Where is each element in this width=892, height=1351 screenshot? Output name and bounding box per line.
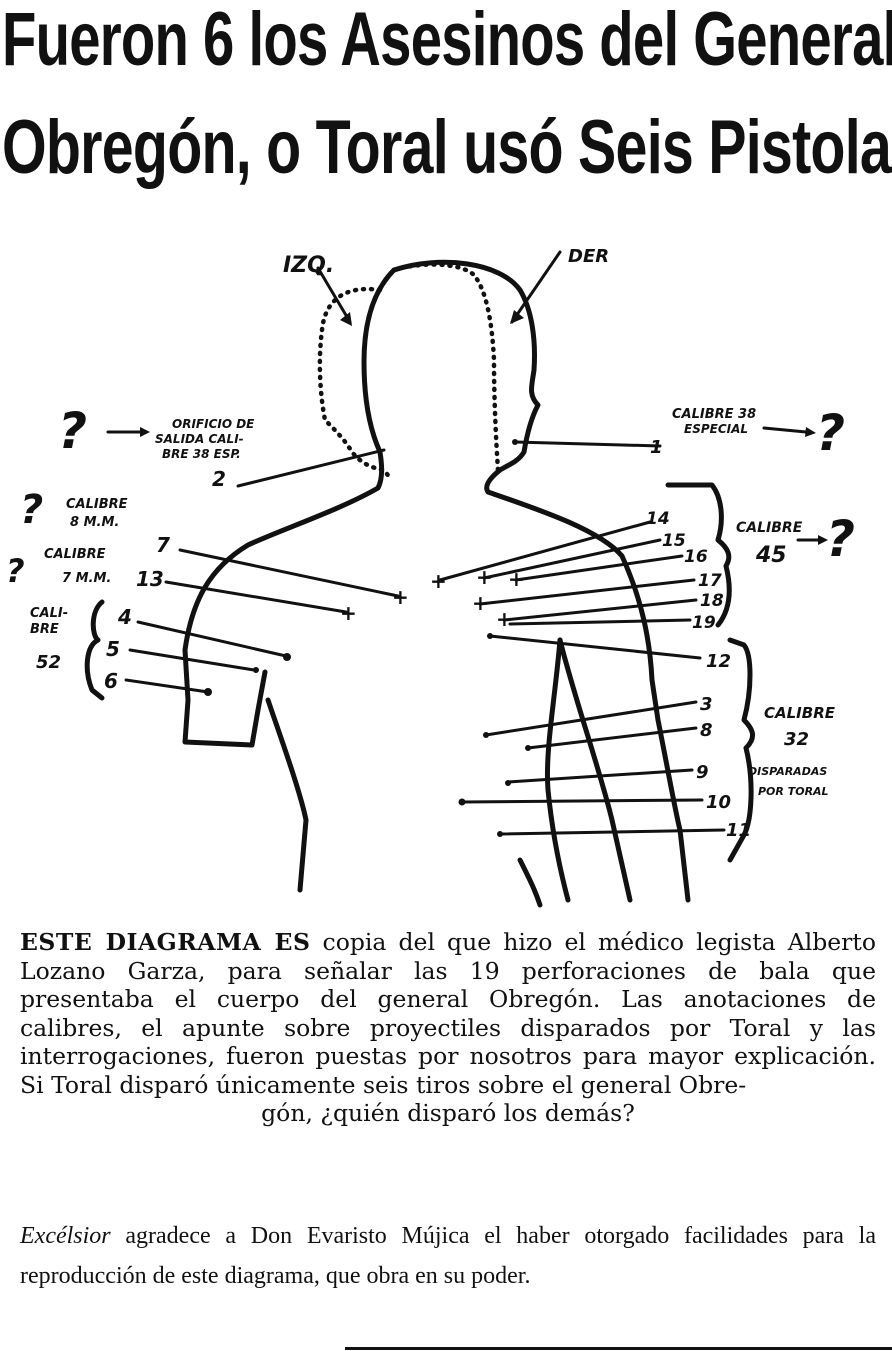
credit-note: Excélsior agradece a Don Evaristo Mújica… [20, 1216, 876, 1296]
svg-text:+: + [472, 591, 489, 615]
question-mark-2: ? [20, 487, 43, 533]
question-mark-3: ? [6, 552, 25, 590]
wound-number-9: 9 [696, 762, 709, 783]
calibre45-line-2: 45 [755, 543, 787, 568]
calibre32-line-1: CALIBRE [764, 704, 836, 722]
calibre45-line-1: CALIBRE [736, 520, 803, 536]
caption-lead: ESTE DIAGRAMA ES [20, 928, 311, 956]
svg-text:+: + [496, 607, 513, 631]
svg-text:+: + [508, 567, 525, 591]
cali52-line-1: CALI- [30, 606, 68, 621]
calibre8-line-2: 8 M.M. [70, 515, 119, 530]
caption-last-line: gón, ¿quién disparó los demás? [261, 1099, 635, 1127]
publication-name: Excélsior [20, 1223, 111, 1249]
orificio-line-3: BRE 38 ESP. [162, 447, 241, 461]
wound-number-3: 3 [700, 694, 713, 715]
wound-number-18: 18 [700, 591, 724, 611]
izq-arrow [316, 266, 352, 324]
wound-markers: 1 2 7 + 13 + 4 5 6 + 14 + 15 + 16 + 17 +… [104, 437, 751, 841]
calibre7-line-2: 7 M.M. [62, 571, 111, 586]
headline-line-2: Obregón, o Toral usó Seis Pistolas [2, 105, 892, 190]
wound-number-15: 15 [662, 531, 686, 551]
svg-text:+: + [476, 565, 493, 589]
wound-number-13: 13 [136, 567, 164, 591]
wound-number-14: 14 [646, 509, 670, 529]
headline: Fueron 6 los Asesinos del General Obregó… [0, 0, 892, 215]
wound-number-5: 5 [106, 637, 120, 661]
svg-text:+: + [392, 585, 409, 609]
der-arrow [510, 250, 562, 324]
bottom-rule [345, 1347, 892, 1350]
calibre7-line-1: CALIBRE [44, 547, 106, 562]
cali52-line-2: BRE [30, 622, 59, 637]
wound-number-16: 16 [684, 547, 708, 567]
calibre8-line-1: CALIBRE [66, 497, 128, 512]
wound-number-4: 4 [117, 605, 132, 629]
wound-number-19: 19 [692, 613, 716, 633]
caption-text: copia del que hizo el médico legista Alb… [20, 928, 876, 1099]
cali52-line-3: 52 [36, 652, 61, 673]
wound-number-2: 2 [212, 467, 226, 491]
label-der: DER [568, 246, 609, 267]
wound-number-12: 12 [706, 651, 731, 672]
question-mark-1: ? [58, 402, 87, 460]
calibre38-line-2: ESPECIAL [684, 422, 748, 436]
orificio-line-1: ORIFICIO DE [172, 417, 255, 431]
question-mark-4: ? [816, 404, 845, 462]
wound-number-8: 8 [700, 720, 713, 741]
calibre32-line-4: POR TORAL [758, 785, 829, 798]
calibre32-line-2: 32 [784, 729, 809, 750]
svg-text:+: + [430, 569, 447, 593]
calibre32-line-3: DISPARADAS [748, 765, 827, 778]
question-mark-5: ? [826, 510, 855, 568]
orificio-line-2: SALIDA CALI- [155, 432, 244, 446]
label-izq: IZQ. [283, 253, 334, 278]
wound-number-17: 17 [698, 571, 722, 591]
svg-text:+: + [340, 601, 357, 625]
wound-number-6: 6 [104, 669, 118, 693]
wound-number-7: 7 [156, 533, 170, 557]
diagram-caption: ESTE DIAGRAMA ES copia del que hizo el m… [20, 928, 876, 1128]
wound-number-1: 1 [650, 437, 663, 458]
wound-number-11: 11 [726, 820, 751, 841]
credit-text: agradece a Don Evaristo Mújica el haber … [20, 1223, 876, 1289]
headline-line-1: Fueron 6 los Asesinos del General [2, 0, 892, 82]
calibre38-line-1: CALIBRE 38 [672, 407, 756, 422]
autopsy-diagram: IZQ. DER ? ? ? ORIFICIO DE SALIDA CALI- … [6, 246, 855, 908]
wound-number-10: 10 [706, 792, 731, 813]
